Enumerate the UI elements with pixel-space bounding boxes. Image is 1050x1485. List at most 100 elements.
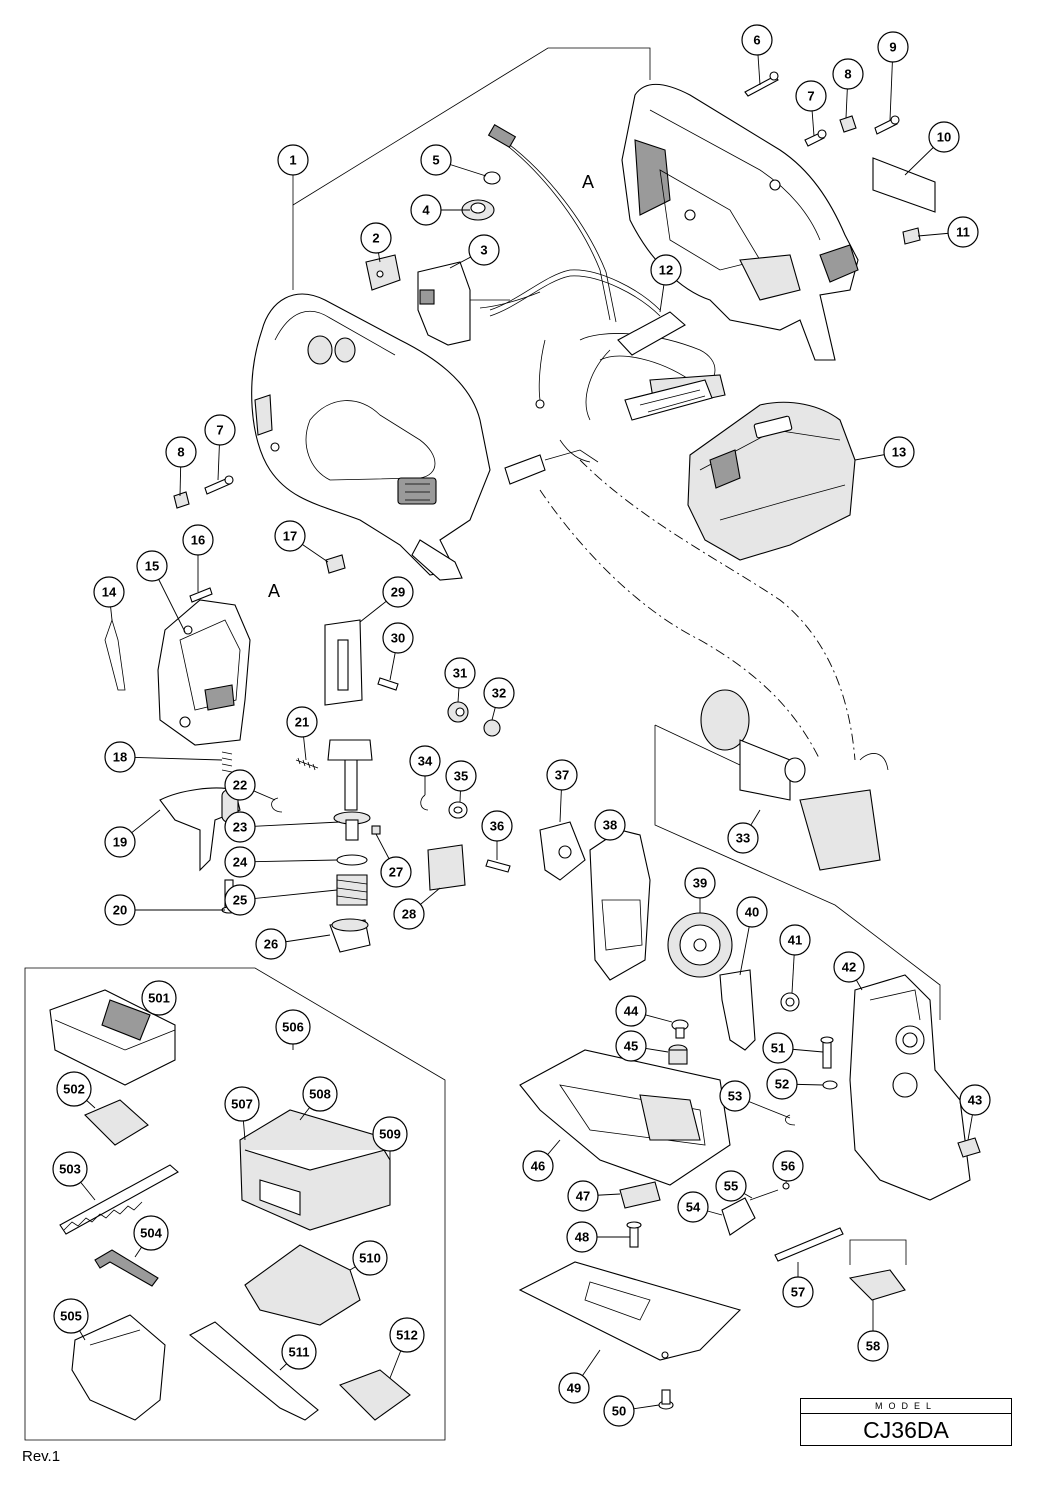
callout-number: 49 [567,1381,581,1396]
callout-number: 7 [807,89,814,104]
callout-501: 501 [141,980,177,1016]
gear-cover-part-15 [157,599,251,746]
callout-number: 16 [191,533,205,548]
callout-circle [615,1030,647,1062]
spring-part-21 [295,757,319,771]
callout-circle [832,58,864,90]
callout-7: 7 [204,414,236,446]
callout-50: 50 [603,1395,635,1427]
callout-503: 503 [52,1151,88,1187]
callout-number: 15 [145,559,159,574]
callout-34: 34 [409,745,441,777]
callout-circle [719,1080,751,1112]
callout-number: 45 [624,1039,638,1054]
callout-circle [382,576,414,608]
callout-number: 41 [788,933,802,948]
callout-33: 33 [727,822,759,854]
callout-30: 30 [382,622,414,654]
callout-circle [409,745,441,777]
callout-number: 57 [791,1285,805,1300]
callout-39: 39 [684,867,716,899]
callout-number: 24 [233,855,248,870]
hook-part-502 [84,1099,149,1146]
ring-part-34 [420,794,429,811]
callout-number: 1 [289,153,296,168]
ring-part-53 [785,1114,796,1126]
callout-21: 21 [286,706,318,738]
gear-housing-part-42 [849,974,971,1201]
callout-27: 27 [380,856,412,888]
callout-circle [255,928,287,960]
dust-cover-part-505 [71,1314,166,1421]
callout-9: 9 [877,31,909,63]
callout-41: 41 [779,924,811,956]
callout-47: 47 [567,1180,599,1212]
plunger-part-23 [327,739,373,841]
callout-number: 40 [745,905,759,920]
callout-number: 37 [555,768,569,783]
callout-29: 29 [382,576,414,608]
callout-circle [224,811,256,843]
cap-part-11 [902,227,921,245]
bracket-part-38 [589,829,651,981]
callout-circle [372,1116,408,1152]
callout-number: 29 [391,585,405,600]
holder-part-26 [329,918,371,953]
guide-part-28 [427,844,466,891]
callout-number: 501 [148,991,170,1006]
callout-circle [857,1330,889,1362]
callout-number: 42 [842,960,856,975]
hex-key-part-504 [94,1249,159,1287]
callout-53: 53 [719,1080,751,1112]
callout-circle [393,898,425,930]
callout-circle [224,769,256,801]
callout-7: 7 [795,80,827,112]
switch-part-3 [417,261,541,346]
callout-6: 6 [741,24,773,56]
callout-number: 8 [177,445,184,460]
main-housing-part-1 [251,293,491,581]
callout-number: 46 [531,1159,545,1174]
screw-part-50 [658,1389,674,1410]
callout-56: 56 [772,1150,804,1182]
callout-48: 48 [566,1221,598,1253]
callout-circle [277,144,309,176]
callout-510: 510 [352,1240,388,1276]
callout-number: 11 [956,225,970,240]
nozzle-part-511 [189,1321,319,1421]
motor-cable [504,449,856,761]
callout-circle [275,1009,311,1045]
callout-circle [772,1150,804,1182]
callout-circle [274,520,306,552]
callout-number: 22 [233,778,247,793]
callout-38: 38 [594,809,626,841]
nut-part-8 [839,115,857,133]
callout-22: 22 [224,769,256,801]
callout-circle [546,759,578,791]
callout-circle [93,576,125,608]
callout-circle [883,436,915,468]
callout-circle [281,1334,317,1370]
callout-35: 35 [445,760,477,792]
callout-number: 28 [402,907,416,922]
callout-number: 10 [937,130,951,145]
callout-number: 512 [396,1328,418,1343]
gear-part-39 [667,912,733,978]
callout-number: 4 [422,203,430,218]
callout-circle [877,31,909,63]
callout-8: 8 [832,58,864,90]
callout-number: 502 [63,1082,85,1097]
callout-number: 506 [282,1020,304,1035]
callout-number: 6 [753,33,760,48]
callout-number: 9 [889,40,896,55]
callout-number: 47 [576,1189,590,1204]
callout-28: 28 [393,898,425,930]
callout-number: 503 [59,1162,81,1177]
pin-part-27 [371,825,381,835]
callout-58: 58 [857,1330,889,1362]
leader-line-24 [239,859,338,863]
callout-circle [410,194,442,226]
callout-circle [445,760,477,792]
rod-part-57 [774,1227,844,1262]
callout-circle [165,436,197,468]
